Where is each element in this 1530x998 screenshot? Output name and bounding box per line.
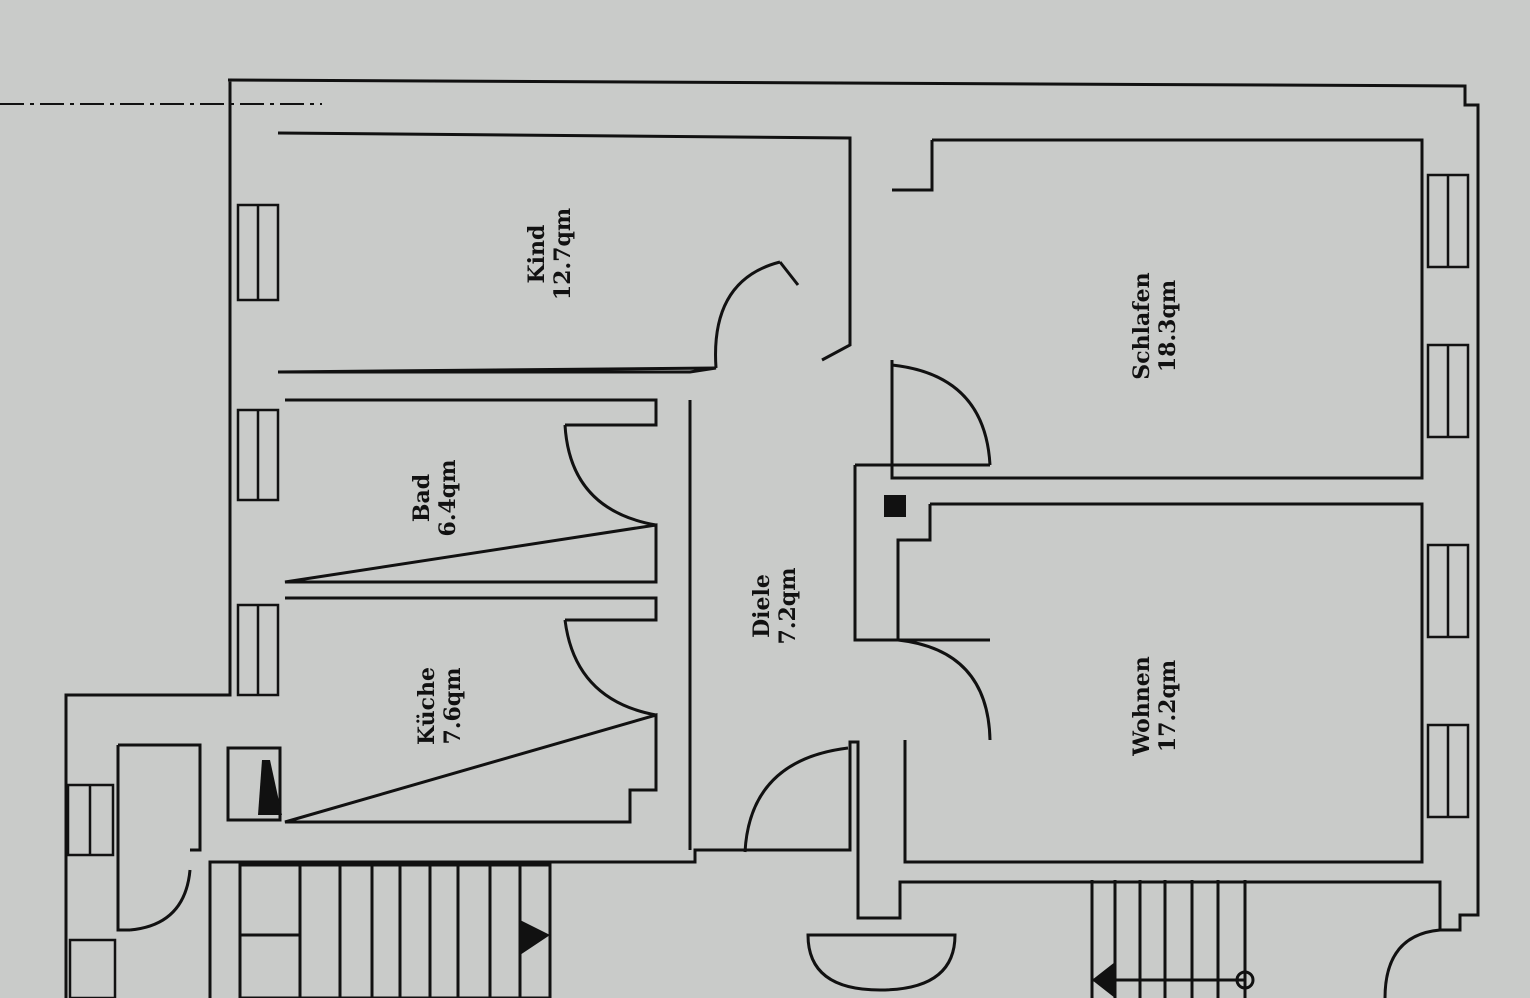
room-area: 7.6qm	[440, 667, 466, 745]
door-schlafen	[891, 363, 992, 466]
room-name: Wohnen	[1129, 656, 1155, 756]
bottom-door	[806, 933, 957, 992]
stairs-arrow-right	[1092, 962, 1115, 998]
windows	[66, 173, 1470, 998]
room-kueche-wall	[284, 596, 658, 824]
stairs-right	[1090, 880, 1255, 998]
room-schlafen-wall	[890, 138, 1424, 480]
room-name: Diele	[749, 574, 775, 638]
stairs-left	[238, 863, 552, 998]
room-area: 17.2qm	[1155, 659, 1181, 753]
room-diele-wall	[688, 400, 990, 850]
room-kind-wall	[277, 131, 852, 374]
kitchen-detail	[258, 760, 282, 815]
room-label-schlafen: Schlafen 18.3qm	[1129, 246, 1181, 406]
door-wohnen	[897, 638, 992, 741]
room-area: 12.7qm	[550, 207, 576, 301]
door-bad	[563, 424, 657, 527]
door-entrance	[743, 746, 849, 853]
room-name: Küche	[414, 666, 440, 746]
room-area: 18.3qm	[1155, 279, 1181, 373]
room-bad-wall	[284, 398, 658, 584]
door-kind	[714, 260, 781, 369]
door-kueche	[563, 619, 657, 717]
room-area: 6.4qm	[435, 459, 461, 537]
room-label-kind: Kind 12.7qm	[524, 174, 576, 334]
room-area: 7.2qm	[775, 567, 801, 645]
bottom-right-door	[1383, 928, 1441, 998]
room-wohnen-wall	[896, 502, 1424, 864]
room-label-kueche: Küche 7.6qm	[414, 636, 466, 776]
stair-hall-wall	[116, 743, 282, 932]
room-label-bad: Bad 6.4qm	[409, 428, 461, 568]
outer-wall	[64, 78, 1480, 998]
room-name: Kind	[524, 224, 550, 284]
room-name: Bad	[409, 473, 435, 523]
stairs-arrow-left	[520, 920, 550, 955]
door-small-left	[129, 869, 192, 932]
chimney-marker	[884, 495, 906, 517]
room-label-diele: Diele 7.2qm	[749, 531, 801, 681]
room-name: Schlafen	[1129, 272, 1155, 380]
room-label-wohnen: Wohnen 17.2qm	[1129, 631, 1181, 781]
